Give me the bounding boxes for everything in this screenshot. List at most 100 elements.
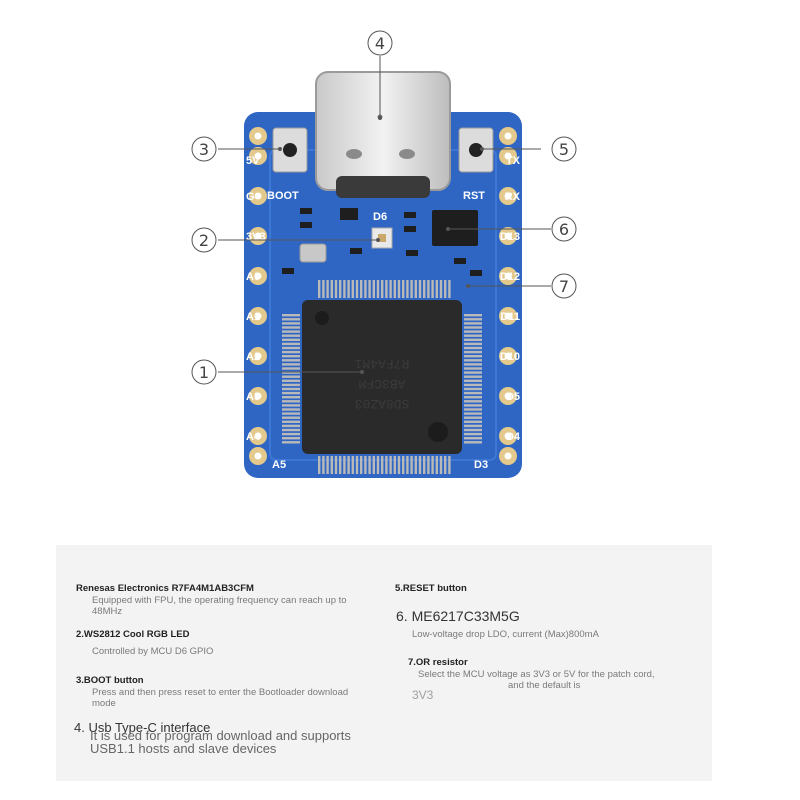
mcu-pin (282, 404, 300, 407)
mcu-pin (282, 400, 300, 403)
boot-button-cap (283, 143, 297, 157)
board-label-rst: RST (463, 190, 485, 202)
svg-text:6: 6 (559, 220, 569, 239)
mcu-pin (464, 408, 482, 411)
mcu-pin (282, 346, 300, 350)
pad-hole (504, 192, 512, 200)
mcu-pin (464, 441, 482, 444)
mcu-pin (381, 456, 384, 474)
mcu-pin (427, 280, 430, 298)
mcu-pin (397, 280, 401, 298)
spec-panel: Renesas Electronics R7FA4M1AB3CFM Equipp… (56, 545, 712, 781)
pin-label-right: RX (505, 191, 521, 203)
pin-label-right: D11 (500, 311, 520, 323)
mcu-pin (464, 371, 482, 374)
mcu-pin (376, 456, 380, 474)
mcu-pin (427, 456, 430, 474)
pad-hole (254, 452, 262, 460)
mcu-pin (282, 432, 300, 436)
pin-label-right: D5 (506, 391, 520, 403)
pad-hole (254, 132, 262, 140)
mcu-pin (282, 318, 300, 321)
mcu-pin (464, 400, 482, 403)
mcu-pin (282, 363, 300, 366)
right-pads (499, 127, 517, 465)
pin-label-right: TX (506, 155, 521, 167)
pad-hole (254, 152, 262, 160)
mcu-pin (464, 379, 482, 382)
mcu-pin (464, 416, 482, 419)
mcu-pin (339, 280, 342, 298)
mcu-pin (464, 437, 482, 440)
mcu-pin (282, 412, 300, 415)
chip-marking-line2: AB3CFM (359, 376, 406, 391)
pin-label-right: D4 (506, 431, 521, 443)
pin-label-left: A0 (246, 271, 260, 283)
mcu-pin (334, 456, 338, 474)
mcu-pin (464, 334, 482, 337)
mcu-pin (343, 280, 346, 298)
svg-text:7: 7 (559, 277, 569, 296)
mcu-pin (282, 379, 300, 382)
spec-7-desc-line2: and the default is (508, 680, 581, 691)
mcu-pin (282, 396, 300, 399)
mcu-pin (330, 280, 333, 298)
callout-5: 5 (551, 136, 577, 162)
spec-2-desc: Controlled by MCU D6 GPIO (92, 646, 214, 657)
board-label-d6: D6 (373, 211, 387, 223)
callout-1: 1 (191, 359, 217, 385)
mcu-pin (464, 314, 482, 317)
mcu-pin (326, 456, 329, 474)
mcu-pin (282, 428, 300, 432)
mcu-pin (406, 456, 409, 474)
pin-label-left: A3 (246, 391, 260, 403)
spec-7-desc-line3: 3V3 (412, 688, 434, 702)
spec-4-desc-line2: USB1.1 hosts and slave devices (90, 741, 277, 756)
mcu-pin (282, 322, 300, 325)
spec-2-title: 2.WS2812 Cool RGB LED (76, 629, 190, 640)
mcu-pin (282, 334, 300, 337)
mcu-pin (385, 280, 388, 298)
mcu-pin (330, 456, 333, 474)
mcu-pin (464, 363, 482, 366)
mcu-pin (282, 342, 300, 346)
mcu-pin (464, 432, 482, 436)
pad-hole (254, 432, 262, 440)
callout-4: 4 (367, 30, 393, 56)
callout-lines (218, 56, 551, 373)
mcu-pin (464, 383, 482, 387)
mcu-pin (464, 396, 482, 399)
mcu-pin (418, 456, 422, 474)
mcu-pin (464, 350, 482, 354)
crystal (299, 243, 327, 263)
mcu-pin (318, 456, 321, 474)
mcu-pin (282, 441, 300, 444)
pin-label-left: 3V3 (246, 231, 266, 243)
mcu-pin (355, 280, 359, 298)
left-pads (249, 127, 267, 465)
mcu-pin (351, 456, 354, 474)
usb-c-solder-right (399, 149, 415, 159)
pin-label-a5: A5 (272, 459, 286, 471)
mcu-pin (282, 371, 300, 374)
mcu-pin (414, 280, 417, 298)
mcu-pin (282, 355, 300, 358)
mcu-pin (282, 391, 300, 395)
spec-6-desc: Low-voltage drop LDO, current (Max)800mA (412, 629, 599, 640)
pin-label-left: A4 (246, 431, 261, 443)
mcu-pin (431, 280, 434, 298)
spec-3-desc-line2: mode (92, 698, 116, 709)
mcu-pin (372, 456, 375, 474)
spec-1-desc-line2: 48MHz (92, 606, 123, 617)
mcu-pin (414, 456, 417, 474)
mcu-pin (464, 330, 482, 333)
mcu-pin (410, 456, 413, 474)
mcu-pin (397, 456, 401, 474)
mcu-pin (431, 456, 434, 474)
mcu-pin (282, 408, 300, 411)
pad-hole (504, 272, 512, 280)
mcu-pin (448, 456, 451, 474)
usb-c-opening (336, 176, 430, 198)
spec-3-desc-line1: Press and then press reset to enter the … (92, 687, 349, 698)
